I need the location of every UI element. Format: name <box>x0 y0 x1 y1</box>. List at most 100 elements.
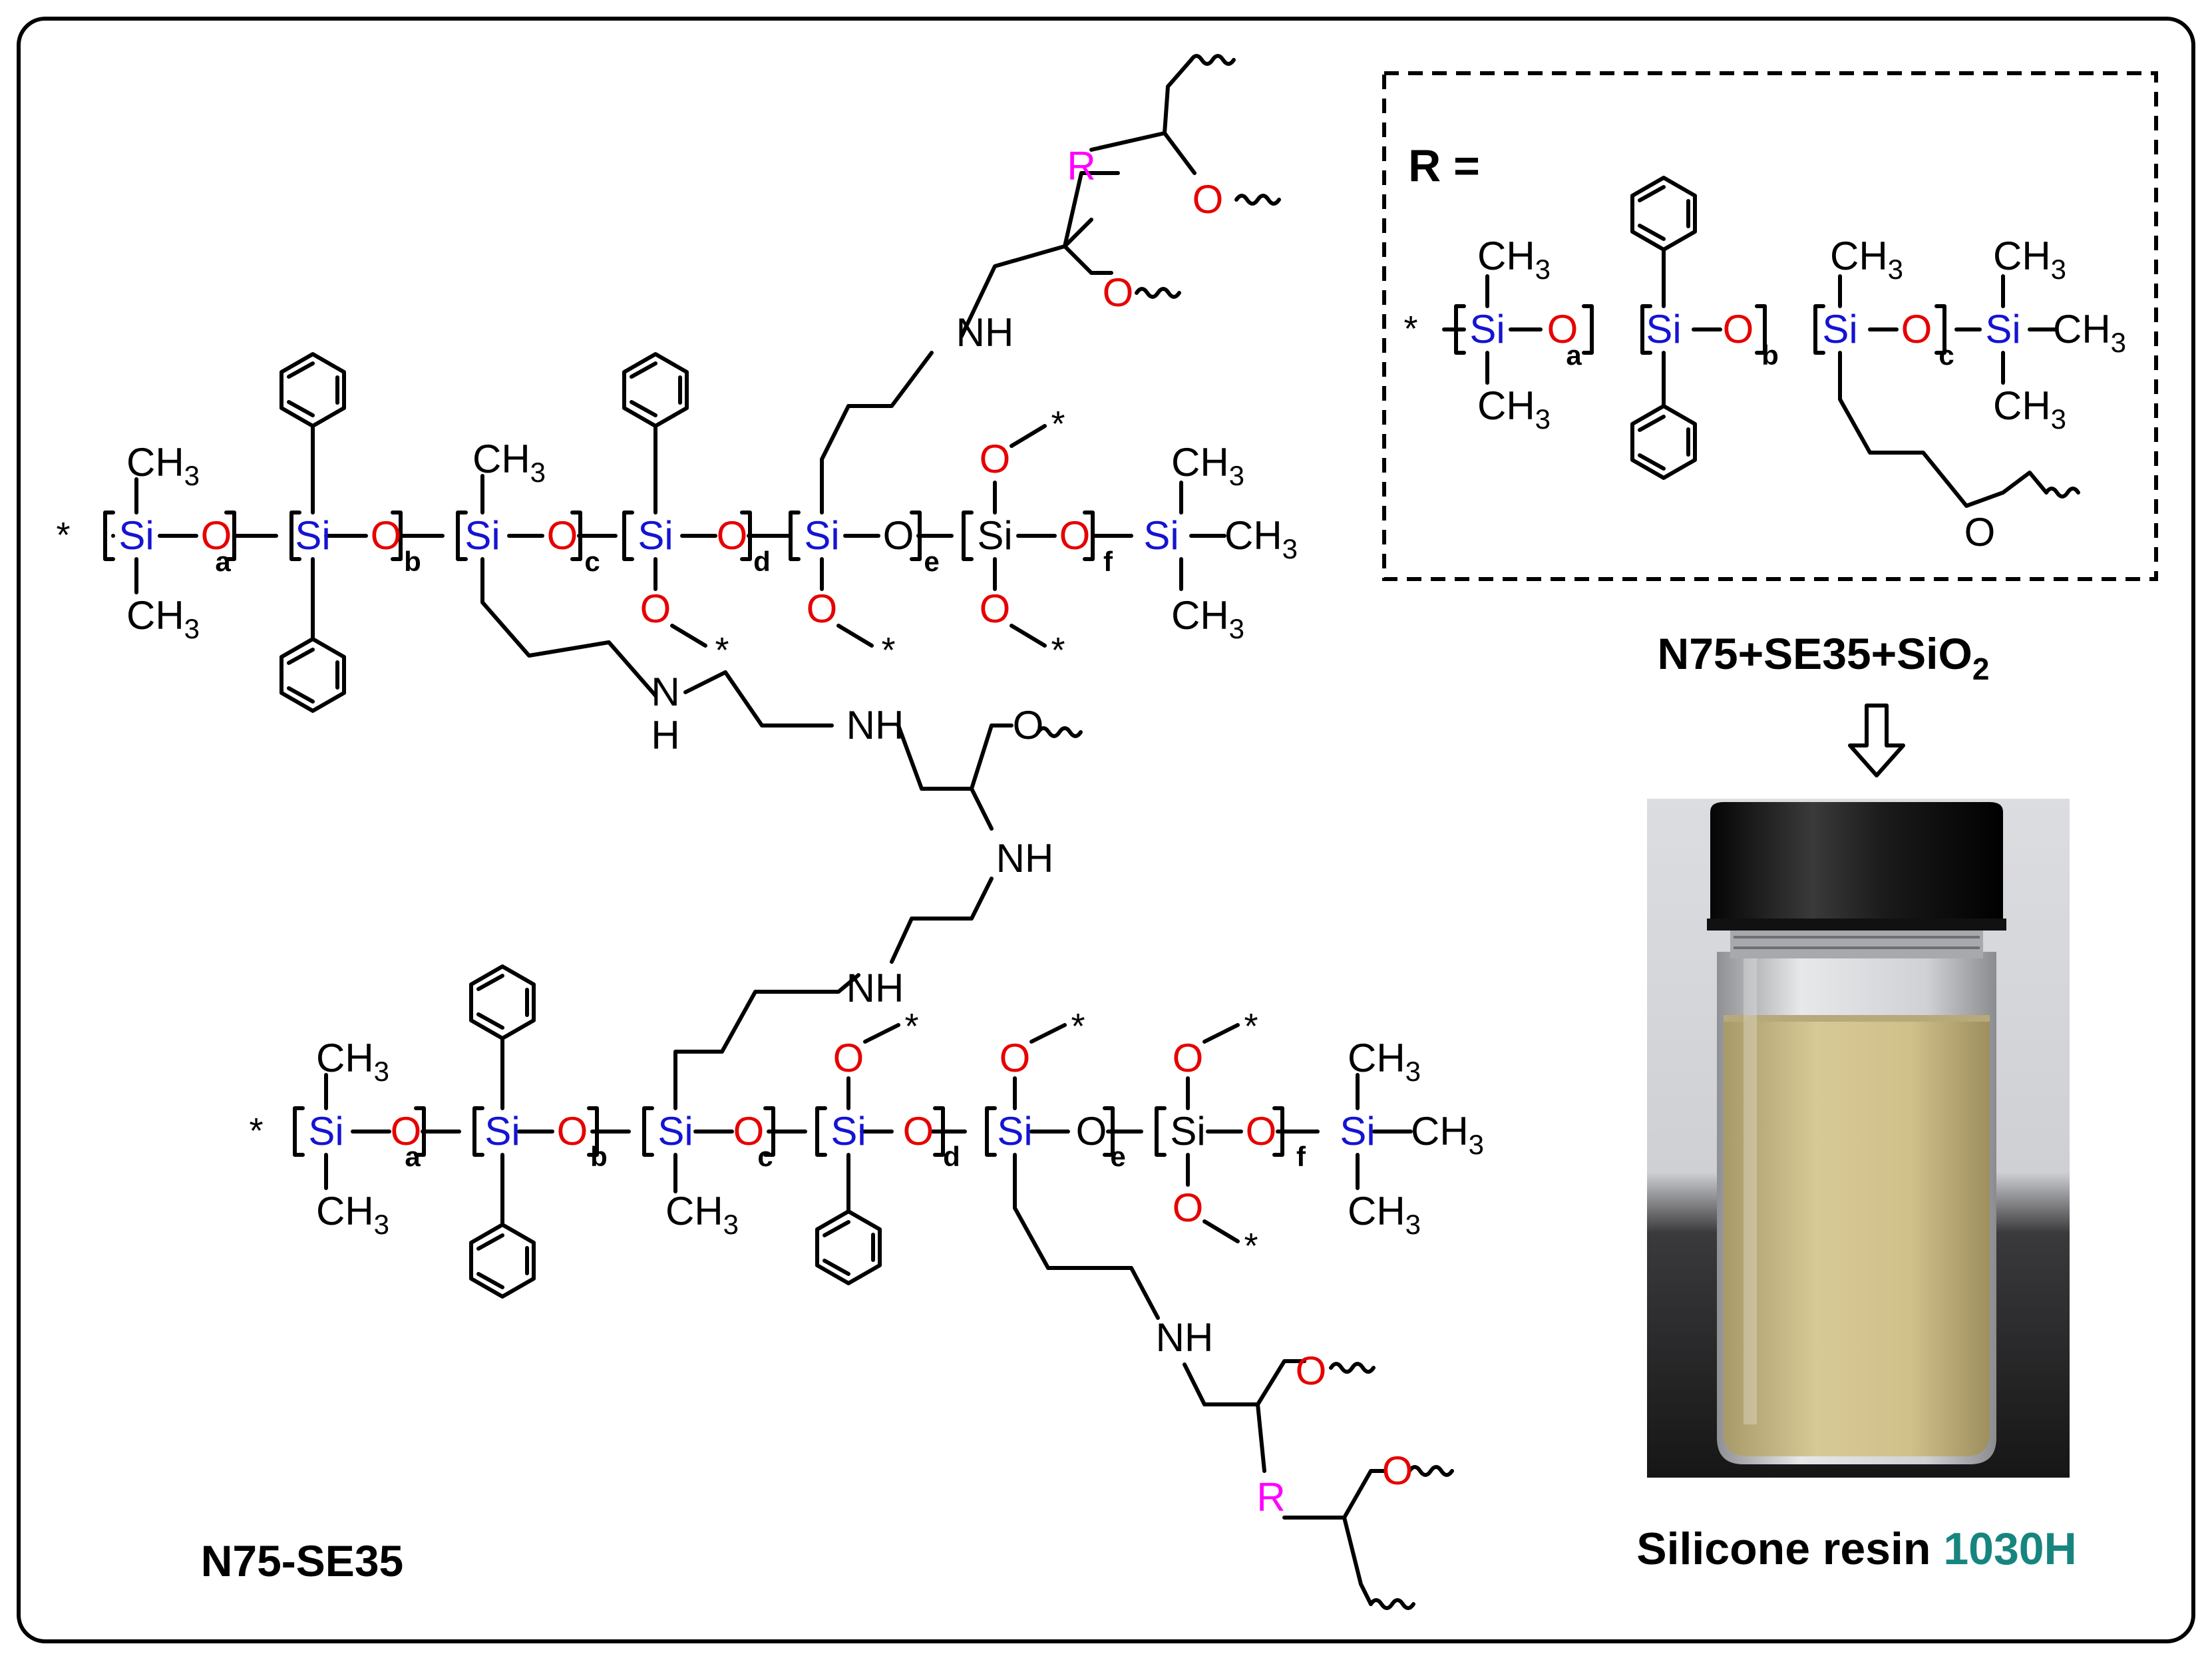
atom-si: Si <box>1143 513 1179 558</box>
atom-r: R <box>1067 144 1095 188</box>
atom-nh: NH <box>846 966 904 1010</box>
atom-si: Si <box>1469 307 1505 351</box>
star: * <box>1244 1006 1258 1046</box>
atom-si: Si <box>118 513 154 558</box>
r-definition-box <box>1382 71 2158 581</box>
outer-frame <box>17 17 2195 1643</box>
atom-ch3: CH3 <box>316 1189 389 1240</box>
subscript-c: c <box>757 1141 773 1172</box>
atom-o: O <box>903 1109 934 1153</box>
atom-o: O <box>1964 510 1996 554</box>
atom-o: O <box>1173 1036 1204 1080</box>
atom-o: O <box>1103 270 1134 315</box>
atom-o: O <box>1547 307 1578 351</box>
atom-n: N <box>651 670 679 714</box>
atom-o: O <box>833 1036 864 1080</box>
atom-si: Si <box>657 1109 693 1153</box>
atom-r: R <box>1256 1475 1285 1520</box>
atom-ch3: CH3 <box>1224 513 1298 564</box>
atom-o: O <box>557 1109 588 1153</box>
atom-si: Si <box>1646 307 1681 351</box>
atom-si: Si <box>1170 1109 1205 1153</box>
atom-ch3: CH3 <box>1171 440 1244 491</box>
atom-o: O <box>1076 1109 1107 1153</box>
atom-h: H <box>651 713 679 757</box>
star: * <box>1051 630 1065 670</box>
subscript-f: f <box>1103 546 1113 577</box>
atom-si: Si <box>997 1109 1032 1153</box>
star: * <box>1051 404 1065 444</box>
atom-o: O <box>1246 1109 1277 1153</box>
wavy-bonds <box>1036 54 2080 1610</box>
vial-photo <box>1647 799 2070 1478</box>
star-terminal: * <box>1403 309 1417 349</box>
atom-nh: NH <box>846 703 904 747</box>
atom-ch3: CH3 <box>472 437 546 488</box>
subscript-c: c <box>1938 339 1954 371</box>
top-ring-double-bonds <box>287 361 682 704</box>
atom-o: O <box>1901 307 1933 351</box>
subscript-a: a <box>1566 339 1582 371</box>
photo-caption: Silicone resin 1030H <box>1636 1524 2076 1574</box>
subscript-e: e <box>924 546 939 577</box>
atom-ch3: CH3 <box>1477 383 1551 435</box>
star: * <box>715 630 729 670</box>
atom-ch3: CH3 <box>1830 234 1903 285</box>
atom-o: O <box>980 586 1011 631</box>
atom-ch3: CH3 <box>316 1036 389 1087</box>
top-chain-labels: * Si O Si O Si O Si O Si O Si O Si CH3 a… <box>56 144 1298 1010</box>
atom-si: Si <box>1340 1109 1375 1153</box>
atom-o: O <box>547 513 578 558</box>
atom-ch3: CH3 <box>1171 593 1244 644</box>
subscript-b: b <box>590 1141 608 1172</box>
atom-si: Si <box>1822 307 1857 351</box>
subscript-b: b <box>404 546 421 577</box>
subscript-c: c <box>584 546 600 577</box>
bottom-ring-double-bonds <box>476 974 875 1289</box>
subscript-a: a <box>215 546 231 577</box>
atom-si: Si <box>295 513 330 558</box>
bottom-polymer-chain <box>293 964 1413 1606</box>
atom-o: O <box>883 513 914 558</box>
subscript-d: d <box>943 1141 960 1172</box>
atom-ch3: CH3 <box>1411 1109 1484 1160</box>
subscript-f: f <box>1296 1141 1306 1172</box>
atom-ch3: CH3 <box>1993 234 2066 285</box>
atom-o: O <box>1173 1185 1204 1230</box>
subscript-a: a <box>405 1141 421 1172</box>
atom-nh: NH <box>1156 1315 1214 1360</box>
r-equals-label: R = <box>1408 140 1480 191</box>
atom-ch3: CH3 <box>126 440 200 491</box>
hollow-down-arrow-icon <box>1848 704 1905 777</box>
star: * <box>881 630 895 670</box>
structure-title: N75-SE35 <box>201 1536 404 1585</box>
atom-ch3: CH3 <box>1348 1189 1421 1240</box>
atom-o: O <box>391 1109 422 1153</box>
atom-si: Si <box>804 513 839 558</box>
atom-si: Si <box>1985 307 2020 351</box>
atom-ch3: CH3 <box>1993 383 2066 435</box>
atom-o: O <box>1000 1036 1031 1080</box>
atom-ch3: CH3 <box>126 593 200 644</box>
subscript-d: d <box>753 546 771 577</box>
star-terminal: * <box>56 515 70 555</box>
atom-o: O <box>1193 177 1224 222</box>
top-polymer-chain <box>103 58 1226 964</box>
atom-o: O <box>733 1109 765 1153</box>
product-label: N75+SE35+SiO2 <box>1658 629 1990 686</box>
r-definition-labels: R = * Si O Si O Si O Si CH3 a b c CH3 CH… <box>1403 140 2126 554</box>
atom-o: O <box>1296 1349 1327 1393</box>
star: * <box>1071 1006 1085 1046</box>
subscript-e: e <box>1110 1141 1125 1172</box>
atom-si: Si <box>464 513 500 558</box>
atom-o: O <box>201 513 232 558</box>
atom-ch3: CH3 <box>1477 234 1551 285</box>
atom-o: O <box>807 586 838 631</box>
atom-o: O <box>1723 307 1754 351</box>
star: * <box>1244 1226 1258 1266</box>
star: * <box>904 1006 918 1046</box>
subscript-b: b <box>1761 339 1779 371</box>
atom-ch3: CH3 <box>665 1189 739 1240</box>
atom-o: O <box>980 437 1011 481</box>
